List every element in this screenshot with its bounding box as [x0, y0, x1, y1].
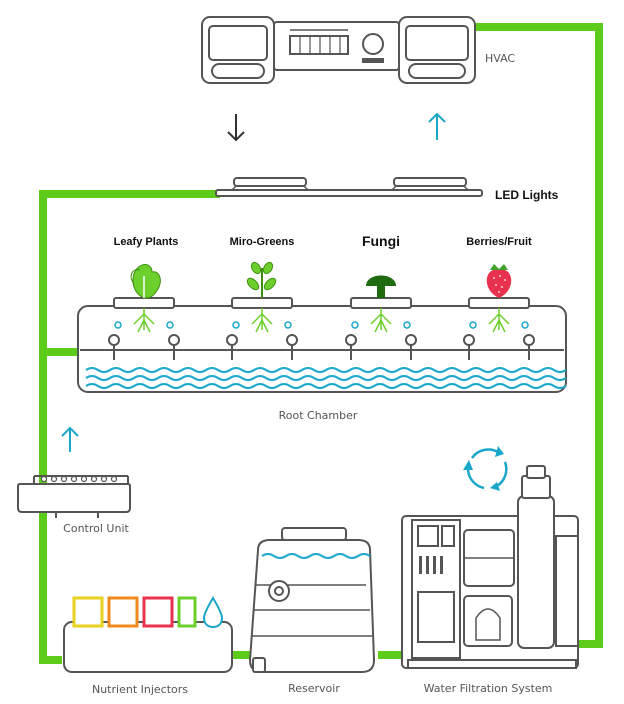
berries-label: Berries/Fruit — [466, 236, 532, 248]
net-pot — [350, 297, 412, 309]
control-unit: Control Unit — [17, 475, 131, 535]
injector-yellow — [72, 596, 104, 628]
hvac-unit: HVAC — [201, 16, 515, 84]
net-pot — [468, 297, 530, 309]
fungi-label: Fungi — [362, 233, 400, 249]
water-filtration-system: Water Filtration System — [401, 465, 579, 695]
injector-red — [142, 596, 174, 628]
control-unit-label: Control Unit — [63, 522, 129, 535]
up-arrow-icon — [61, 426, 79, 452]
led-lights: LED Lights — [215, 177, 559, 202]
reservoir: Reservoir — [248, 527, 376, 695]
net-pot — [113, 297, 175, 309]
roots — [133, 308, 510, 333]
nutrient-injectors-label: Nutrient Injectors — [92, 683, 188, 696]
mist-nozzles — [114, 321, 529, 329]
reservoir-label: Reservoir — [288, 682, 340, 695]
sprayer-posts — [108, 334, 535, 360]
strawberry-icon — [486, 264, 512, 298]
root-chamber-label: Root Chamber — [279, 409, 358, 422]
injector-orange — [107, 596, 139, 628]
injector-green — [177, 596, 197, 628]
down-arrow-icon — [227, 114, 245, 142]
leaf-icon — [130, 263, 161, 299]
green-pipe-loop — [39, 23, 603, 664]
pipe-right — [476, 23, 603, 648]
chamber-water — [85, 367, 567, 389]
hvac-label: HVAC — [485, 52, 515, 65]
mushroom-icon — [366, 275, 396, 298]
leafy-plants-label: Leafy Plants — [114, 236, 179, 248]
nutrient-injectors: Nutrient Injectors — [63, 596, 233, 696]
up-arrow-icon — [428, 112, 446, 140]
sprout-icon — [246, 261, 277, 298]
water-drop-icon — [202, 596, 224, 629]
micro-greens-label: Miro-Greens — [230, 236, 295, 248]
pipe-top-left — [39, 190, 220, 664]
water-filtration-label: Water Filtration System — [424, 682, 553, 695]
root-chamber: Root Chamber — [77, 297, 567, 422]
net-pot — [231, 297, 293, 309]
recycle-icon — [463, 446, 508, 491]
led-lights-label: LED Lights — [495, 188, 559, 202]
